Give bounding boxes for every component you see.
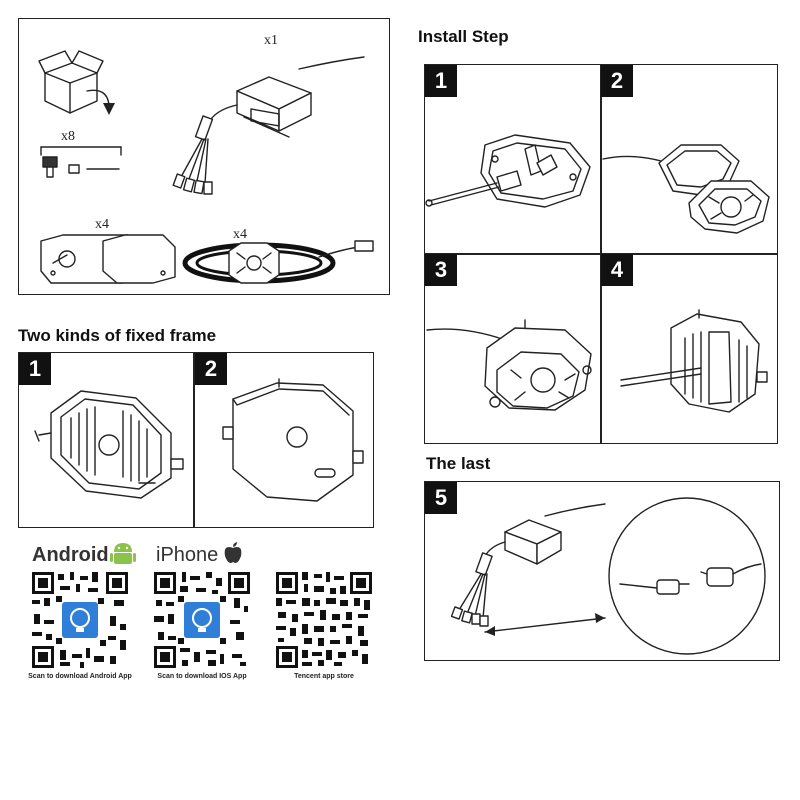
- fixed-frame-panels: 1 2: [18, 352, 374, 528]
- fixed-frame-panel-1: 1: [19, 353, 193, 527]
- tencent-qr-caption: Tencent app store: [294, 673, 354, 680]
- step-number-badge: 2: [601, 65, 633, 97]
- step-number-badge: 1: [425, 65, 457, 97]
- android-qr-code: [30, 570, 130, 670]
- controller-quantity: x1: [264, 33, 278, 48]
- last-step-panel: 5: [424, 481, 780, 661]
- step-3-illustration: [426, 319, 592, 411]
- open-box-icon: [38, 50, 115, 115]
- step-number-badge: 3: [425, 254, 457, 286]
- frame-number-badge: 2: [195, 353, 227, 385]
- install-step-1: 1: [425, 65, 600, 253]
- tencent-qr-code: [274, 570, 374, 670]
- screws-quantity: x8: [61, 129, 75, 144]
- last-step-heading: The last: [426, 454, 491, 473]
- fixed-frame-panel-2: 2: [195, 353, 373, 527]
- install-step-4: 4: [601, 254, 777, 443]
- step-number-badge: 5: [425, 482, 457, 514]
- ios-qr-code: [152, 570, 252, 670]
- step-1-illustration: [425, 134, 591, 208]
- mount-frame-illustration: [40, 234, 176, 284]
- frame-type-1-illustration: [34, 390, 184, 499]
- ios-qr-caption: Scan to download IOS App: [157, 673, 247, 680]
- install-step-grid: 1 2 3: [424, 64, 778, 444]
- lights-quantity: x4: [233, 227, 247, 242]
- screw-set-illustration: [40, 146, 122, 178]
- step-4-illustration: [620, 309, 768, 413]
- step-2-illustration: [602, 144, 770, 234]
- android-label: Android: [32, 544, 109, 566]
- frame-type-2-illustration: [222, 378, 364, 502]
- final-connection-illustration: [450, 497, 766, 655]
- install-step-heading: Install Step: [418, 27, 509, 46]
- frames-quantity: x4: [95, 217, 109, 232]
- apple-icon: [224, 542, 242, 563]
- android-qr-caption: Scan to download Android App: [28, 673, 132, 680]
- install-step-3: 3: [425, 254, 600, 443]
- install-step-2: 2: [601, 65, 777, 253]
- iphone-label: iPhone: [156, 544, 219, 566]
- frame-number-badge: 1: [19, 353, 51, 385]
- rock-light-cable-illustration: [182, 240, 374, 284]
- android-robot-icon: [110, 543, 136, 564]
- kit-contents-box: x1 x8 x4 x4: [18, 18, 390, 295]
- fixed-frame-heading: Two kinds of fixed frame: [18, 326, 217, 345]
- controller-harness-illustration: [172, 56, 365, 195]
- step-number-badge: 4: [601, 254, 633, 286]
